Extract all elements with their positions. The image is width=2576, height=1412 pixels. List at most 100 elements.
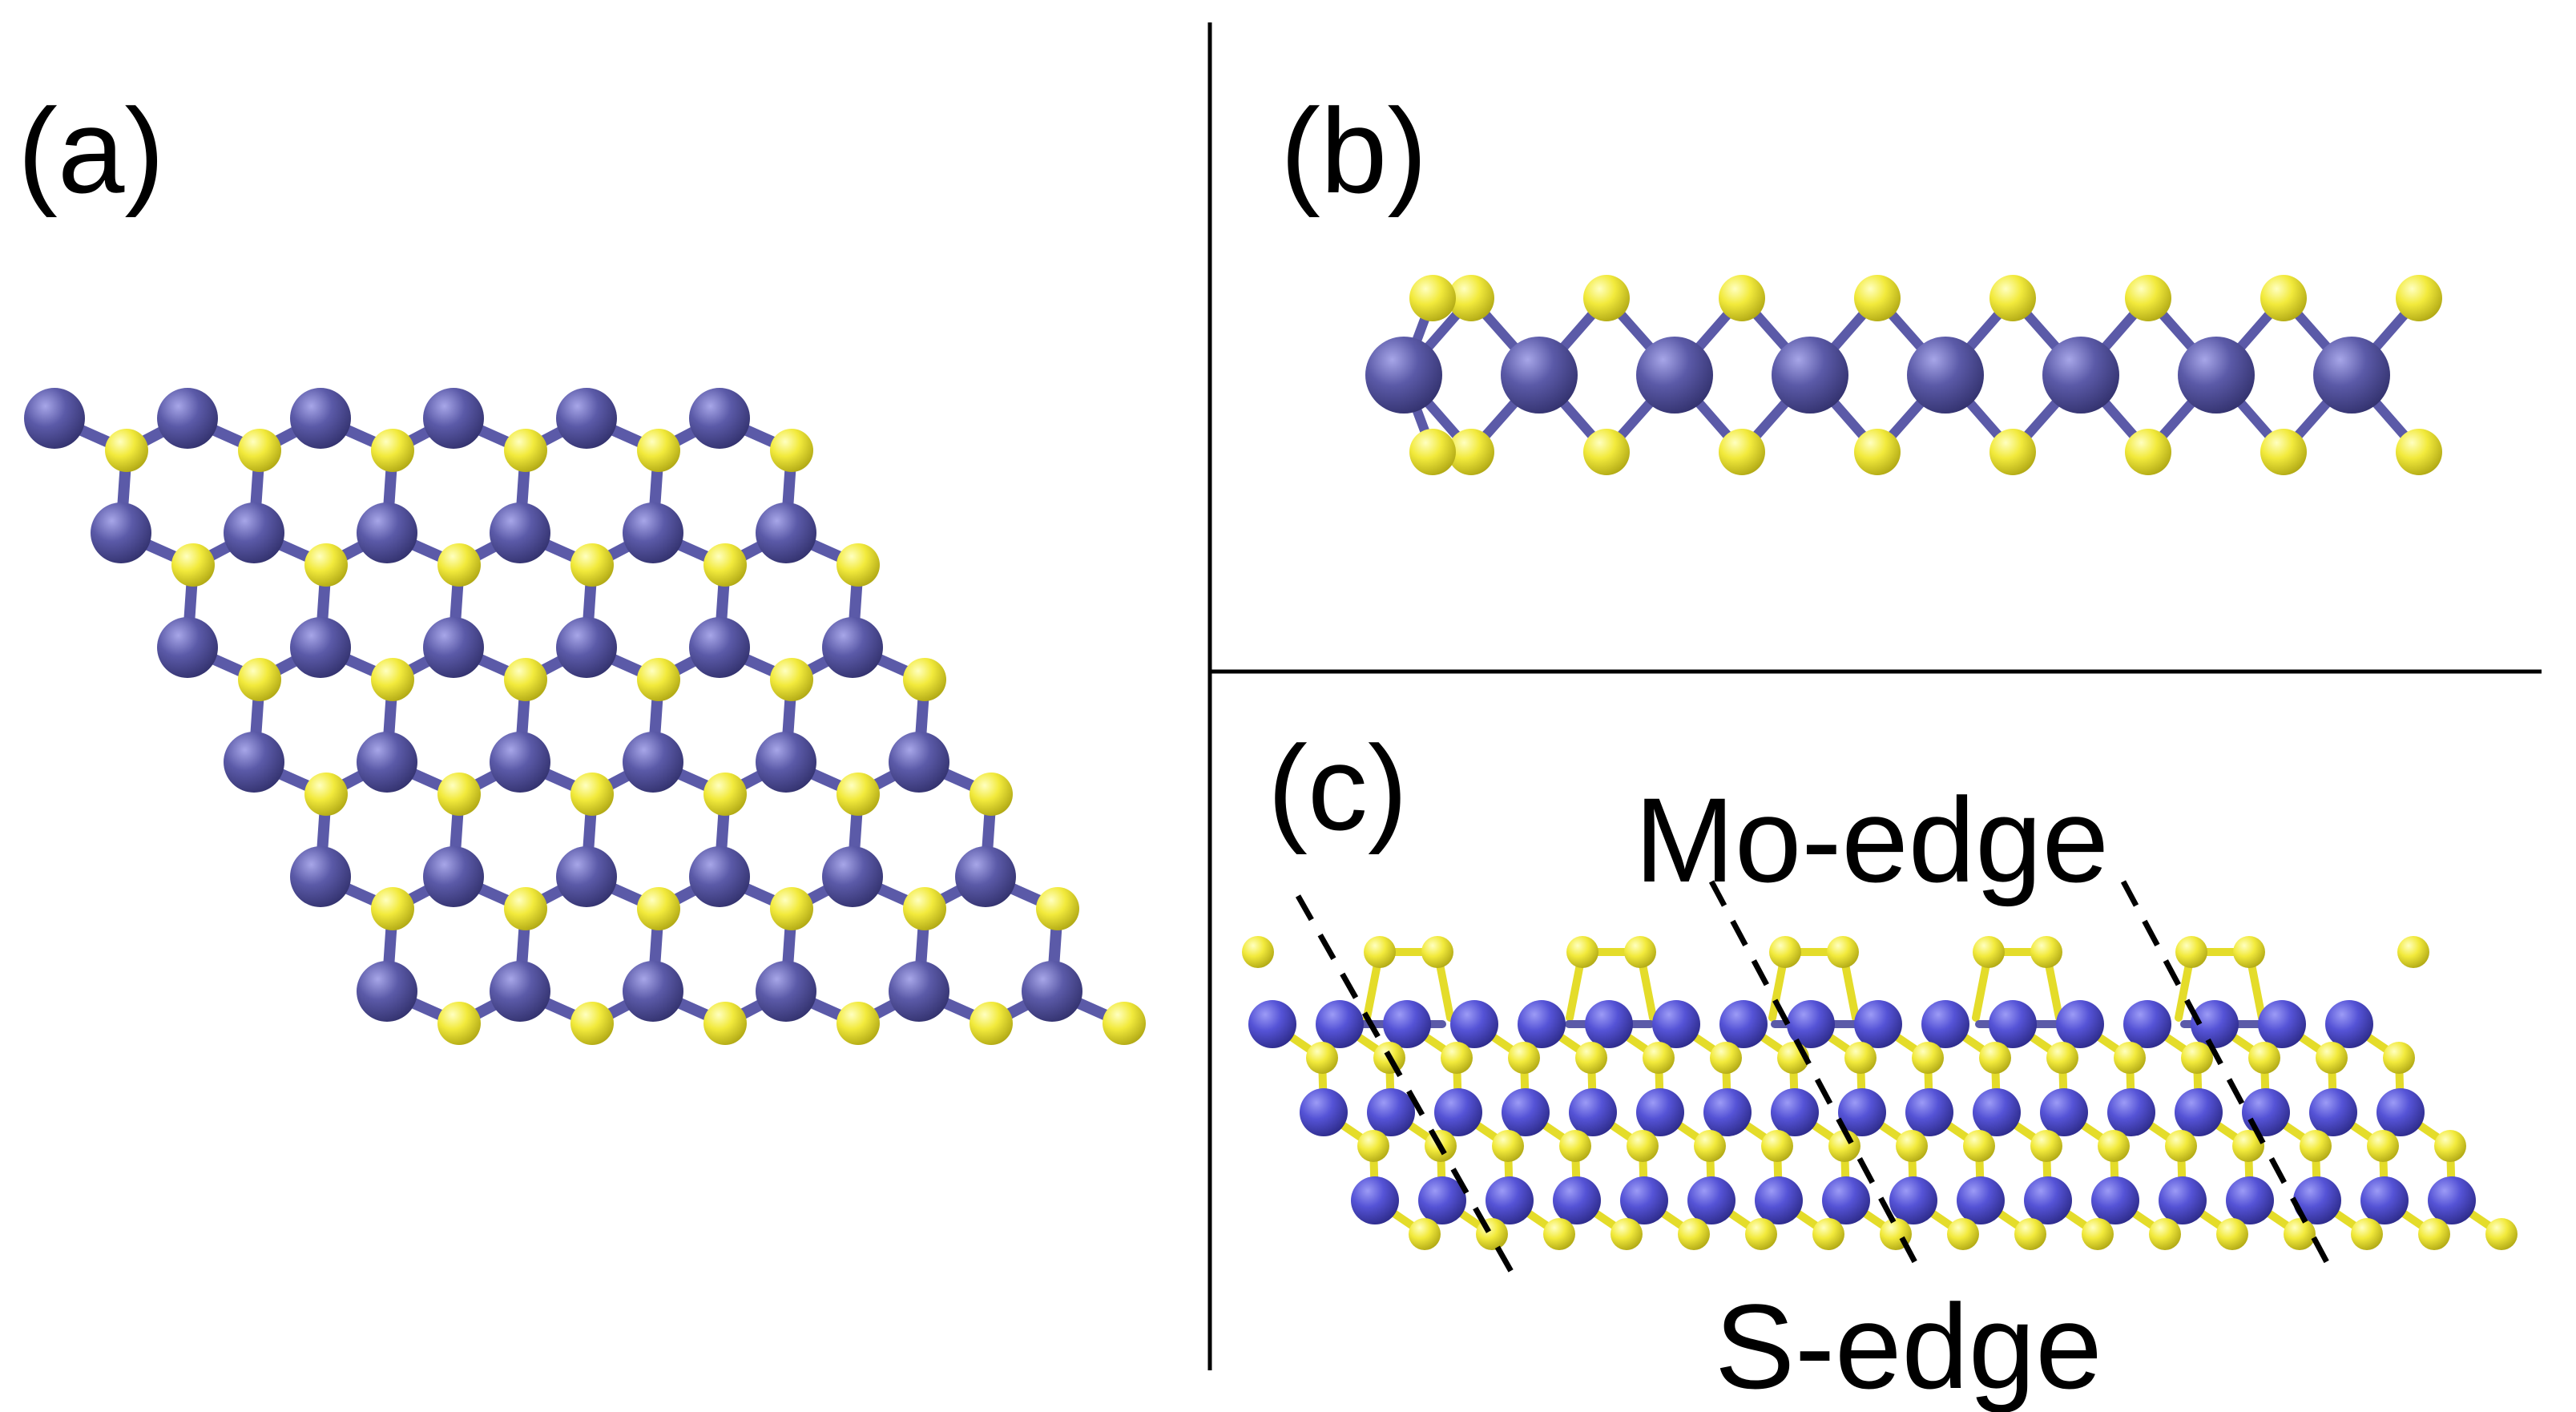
- mo-atom: [1502, 1088, 1550, 1136]
- s-atom: [2397, 936, 2429, 968]
- mo-atom: [623, 961, 683, 1022]
- mo-atom: [2056, 1000, 2104, 1048]
- s-atom: [2149, 1218, 2181, 1250]
- s-atom: [238, 429, 281, 472]
- panel-a-atoms: [24, 388, 1146, 1045]
- s-atom: [171, 543, 215, 587]
- mo-atom: [822, 846, 883, 907]
- s-atom: [1694, 1130, 1726, 1162]
- mo-atom: [889, 961, 949, 1022]
- mo-atom: [2376, 1088, 2425, 1136]
- panel-c-label: (c): [1268, 720, 1408, 855]
- s-atom: [1306, 1042, 1338, 1074]
- s-atom: [2181, 1042, 2213, 1074]
- s-atom: [2175, 936, 2207, 968]
- s-atom: [1492, 1130, 1524, 1162]
- s-atom: [1979, 1042, 2011, 1074]
- s-atom: [1828, 1130, 1860, 1162]
- mo-atom: [2258, 1000, 2306, 1048]
- mo-atom: [224, 732, 284, 793]
- mo-atom: [1755, 1176, 1803, 1224]
- mo-atom: [1585, 1000, 1633, 1048]
- s-atom: [2216, 1218, 2248, 1250]
- s-atom: [1678, 1218, 1710, 1250]
- mo-atom: [1553, 1176, 1601, 1224]
- mo-atom: [1652, 1000, 1700, 1048]
- s-atom: [1441, 1042, 1473, 1074]
- s-atom: [1583, 429, 1630, 475]
- s-atom: [2125, 429, 2171, 475]
- mo-atom: [1636, 337, 1713, 414]
- mo-atom: [1889, 1176, 1937, 1224]
- s-atom: [105, 429, 148, 472]
- mo-atom: [2309, 1088, 2357, 1136]
- mo-atom: [24, 388, 85, 449]
- s-atom: [1947, 1218, 1979, 1250]
- s-atom: [2098, 1130, 2130, 1162]
- s-atom: [1448, 429, 1494, 475]
- mo-atom: [1989, 1000, 2037, 1048]
- panel-c-nanoribbon: [1242, 880, 2518, 1276]
- mo-atom: [556, 846, 617, 907]
- s-atom: [770, 658, 813, 701]
- mo-atom: [157, 388, 218, 449]
- s-atom: [1989, 429, 2036, 475]
- edge-dashed-line: [2120, 880, 2336, 1276]
- mo-atom: [2360, 1176, 2409, 1224]
- s-atom: [703, 1002, 747, 1045]
- mo-atom: [1957, 1176, 2005, 1224]
- s-atom: [2300, 1130, 2332, 1162]
- mo-edge-label: Mo-edge: [1635, 773, 2109, 907]
- mo-atom: [1434, 1088, 1482, 1136]
- s-atom: [1409, 275, 1456, 321]
- s-atom: [1854, 275, 1901, 321]
- s-atom: [1559, 1130, 1591, 1162]
- s-atom: [1566, 936, 1598, 968]
- s-edge-label: S-edge: [1715, 1279, 2102, 1412]
- mo-atom: [1383, 1000, 1431, 1048]
- s-atom: [371, 887, 414, 930]
- s-atom: [970, 773, 1013, 816]
- mo-atom: [2040, 1088, 2088, 1136]
- mo-atom: [1838, 1088, 1886, 1136]
- s-atom: [2383, 1042, 2415, 1074]
- s-atom: [1036, 887, 1079, 930]
- s-atom: [437, 773, 481, 816]
- s-atom: [570, 773, 614, 816]
- s-atom: [1812, 1218, 1844, 1250]
- mo-atom: [1518, 1000, 1566, 1048]
- mo-atom: [2159, 1176, 2207, 1224]
- mo-atom: [224, 502, 284, 563]
- s-atom: [2316, 1042, 2348, 1074]
- s-atom: [1575, 1042, 1607, 1074]
- s-atom: [1719, 429, 1765, 475]
- s-atom: [570, 1002, 614, 1045]
- mo-atom: [1501, 337, 1578, 414]
- mo-atom: [556, 617, 617, 678]
- s-atom: [238, 658, 281, 701]
- mo-atom: [1569, 1088, 1617, 1136]
- s-atom: [903, 658, 946, 701]
- s-atom: [903, 887, 946, 930]
- s-atom: [437, 1002, 481, 1045]
- mo-atom: [490, 732, 550, 793]
- mo-atom: [423, 846, 484, 907]
- mo-atom: [1787, 1000, 1835, 1048]
- mo-atom: [2293, 1176, 2341, 1224]
- mo-atom: [2091, 1176, 2139, 1224]
- s-atom: [1989, 275, 2036, 321]
- mo-atom: [423, 388, 484, 449]
- s-atom: [2260, 429, 2307, 475]
- mo-atom: [1719, 1000, 1768, 1048]
- mo-atom: [1620, 1176, 1668, 1224]
- s-atom: [2485, 1218, 2518, 1250]
- mo-atom: [91, 502, 151, 563]
- s-atom: [1103, 1002, 1146, 1045]
- s-atom: [770, 429, 813, 472]
- s-atom: [2233, 936, 2265, 968]
- mo-atom: [1418, 1176, 1466, 1224]
- mo-atom: [2242, 1088, 2290, 1136]
- s-atom: [1409, 1218, 1441, 1250]
- mo-atom: [756, 502, 816, 563]
